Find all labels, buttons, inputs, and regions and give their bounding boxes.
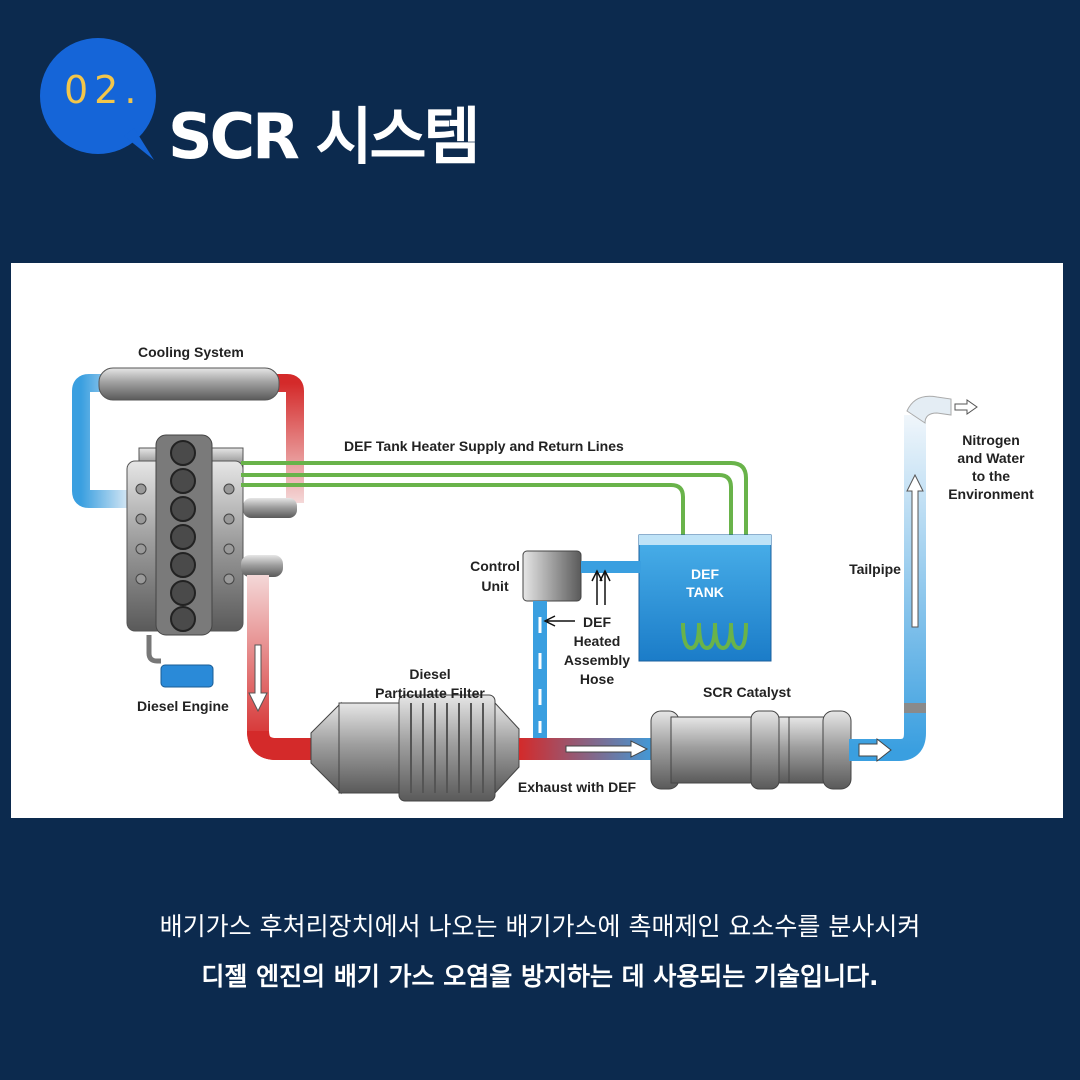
label-def-tank-2: TANK [686,584,724,600]
label-def-hose-4: Hose [580,671,614,687]
scr-diagram-panel: Cooling System DEF Tank Heater Supply an… [11,263,1063,818]
label-environment-3: to the [972,468,1010,484]
label-environment-1: Nitrogen [962,432,1020,448]
caption-line-2: 디젤 엔진의 배기 가스 오염을 방지하는 데 사용되는 기술입니다. [201,962,879,991]
label-control-unit-1: Control [470,558,520,574]
label-def-tank-1: DEF [691,566,719,582]
label-environment-2: and Water [957,450,1025,466]
label-control-unit-2: Unit [481,578,509,594]
label-exhaust-with-def: Exhaust with DEF [518,779,637,795]
scr-catalyst [650,710,852,790]
def-heater-lines [241,461,748,623]
diesel-engine [126,434,244,688]
cooling-loop [72,367,304,518]
diesel-particulate-filter [310,694,520,802]
label-tailpipe: Tailpipe [849,561,901,577]
exhaust-pipe-hot [241,555,316,760]
scr-diagram: Cooling System DEF Tank Heater Supply an… [72,344,1034,802]
speech-bubble-icon [40,38,156,160]
tailpipe [849,395,978,763]
label-def-lines: DEF Tank Heater Supply and Return Lines [344,438,624,454]
def-tank [638,534,772,662]
caption: 배기가스 후처리장치에서 나오는 배기가스에 촉매제인 요소수를 분사시켜 디젤… [0,902,1080,1002]
label-def-hose-3: Assembly [564,652,630,668]
exhaust-pipe-def [519,738,659,760]
label-environment-4: Environment [948,486,1034,502]
section-number: 02. [64,68,143,112]
label-scr-catalyst: SCR Catalyst [703,684,791,700]
label-cooling-system: Cooling System [138,344,244,360]
label-dpf-1: Diesel [409,666,450,682]
control-unit [522,550,641,741]
label-diesel-engine: Diesel Engine [137,698,229,714]
caption-line-1: 배기가스 후처리장치에서 나오는 배기가스에 촉매제인 요소수를 분사시켜 [159,912,921,941]
label-def-hose-2: Heated [574,633,621,649]
page-title: SCR 시스템 [168,100,481,173]
label-def-hose-1: DEF [583,614,611,630]
label-dpf-2: Particulate Filter [375,685,485,701]
